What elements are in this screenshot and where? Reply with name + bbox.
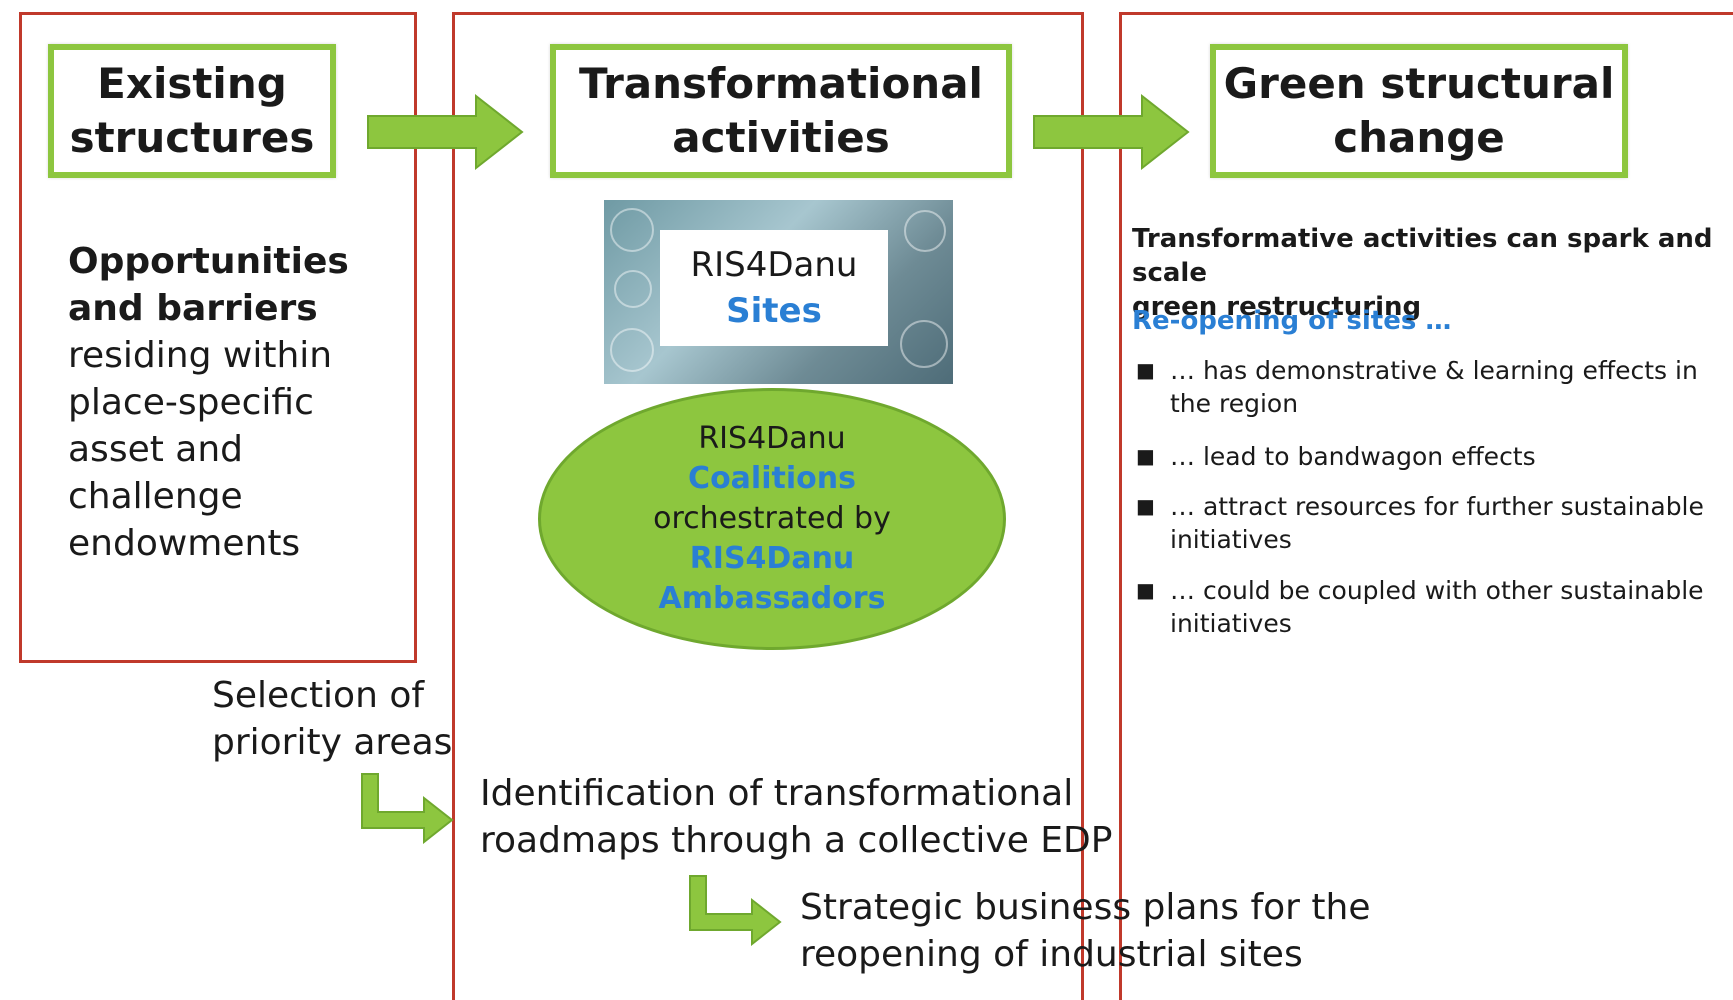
step2-line1: Identification of transformational xyxy=(480,773,1074,814)
bullet-line1: … attract resources for further sustaina… xyxy=(1170,492,1704,521)
opportunities-bold-line2: and barriers xyxy=(68,288,318,329)
bullet-line2: the region xyxy=(1170,389,1299,418)
ellipse-line2: Coalitions xyxy=(688,461,856,496)
opportunities-line: endowments xyxy=(68,523,301,564)
right-intro-line1: Transformative activities can spark and … xyxy=(1132,224,1713,288)
step-business-plans-text: Strategic business plans for the reopeni… xyxy=(800,884,1420,978)
ellipse-line4: RIS4Danu xyxy=(689,541,855,576)
right-intro: Transformative activities can spark and … xyxy=(1132,222,1732,324)
transformational-activities-frame xyxy=(452,12,1084,1000)
bullet-icon: ■ xyxy=(1136,444,1155,468)
step2-line2: roadmaps through a collective EDP xyxy=(480,820,1113,861)
transformational-activities-title-line1: Transformational xyxy=(579,59,983,108)
opportunities-bold-line1: Opportunities xyxy=(68,241,349,282)
bullet-item: … lead to bandwagon effects xyxy=(1170,440,1710,473)
ellipse-line1: RIS4Danu xyxy=(698,421,846,456)
coalitions-ellipse: RIS4Danu Coalitions orchestrated by RIS4… xyxy=(538,388,1006,650)
ellipse-line5: Ambassadors xyxy=(658,581,886,616)
bent-arrow-icon xyxy=(361,773,454,844)
step1-line1: Selection of xyxy=(212,675,425,716)
bullet-line1: … has demonstrative & learning effects i… xyxy=(1170,356,1698,385)
ellipse-line3: orchestrated by xyxy=(653,501,891,536)
existing-structures-title-line2: structures xyxy=(69,113,315,162)
arrow-right-icon xyxy=(367,93,524,171)
step-selection-text: Selection of priority areas xyxy=(212,672,472,766)
bullet-line1: … could be coupled with other sustainabl… xyxy=(1170,576,1704,605)
sites-label-card: RIS4Danu Sites xyxy=(660,230,888,346)
step3-line2: reopening of industrial sites xyxy=(800,934,1303,975)
existing-structures-box: Existing structures xyxy=(48,44,336,178)
green-structural-change-box: Green structural change xyxy=(1210,44,1628,178)
existing-structures-frame xyxy=(19,12,417,663)
sites-label-line1: RIS4Danu xyxy=(690,245,858,285)
opportunities-line: asset and xyxy=(68,429,244,470)
opportunities-line: residing within xyxy=(68,335,333,376)
sites-label-line2: Sites xyxy=(726,291,822,331)
bullet-icon: ■ xyxy=(1136,494,1155,518)
bullet-item: … has demonstrative & learning effects i… xyxy=(1170,354,1710,420)
transformational-activities-title-line2: activities xyxy=(672,113,890,162)
opportunities-line: place-specific xyxy=(68,382,314,423)
green-structural-change-title-line1: Green structural xyxy=(1223,59,1615,108)
bullet-line2: initiatives xyxy=(1170,609,1292,638)
opportunities-line: challenge xyxy=(68,476,243,517)
bullet-line2: initiatives xyxy=(1170,525,1292,554)
ris4danu-sites-image: RIS4Danu Sites xyxy=(604,200,953,384)
arrow-right-icon xyxy=(1033,93,1190,171)
right-subheading: Re-opening of sites … xyxy=(1132,306,1452,336)
green-structural-change-frame xyxy=(1119,12,1733,1000)
transformational-activities-box: Transformational activities xyxy=(550,44,1012,178)
bullet-line1: … lead to bandwagon effects xyxy=(1170,442,1536,471)
step1-line2: priority areas xyxy=(212,722,453,763)
bullet-item: … attract resources for further sustaina… xyxy=(1170,490,1710,556)
bullet-icon: ■ xyxy=(1136,578,1155,602)
step3-line1: Strategic business plans for the xyxy=(800,887,1371,928)
step-identification-text: Identification of transformational roadm… xyxy=(480,770,1140,864)
right-intro-line2: green restructuring xyxy=(1132,292,1422,322)
bullet-item: … could be coupled with other sustainabl… xyxy=(1170,574,1710,640)
green-structural-change-title-line2: change xyxy=(1333,113,1505,162)
bullet-icon: ■ xyxy=(1136,358,1155,382)
opportunities-text: Opportunities and barriers residing with… xyxy=(68,238,408,567)
bent-arrow-icon xyxy=(689,875,782,946)
existing-structures-title-line1: Existing xyxy=(97,59,287,108)
